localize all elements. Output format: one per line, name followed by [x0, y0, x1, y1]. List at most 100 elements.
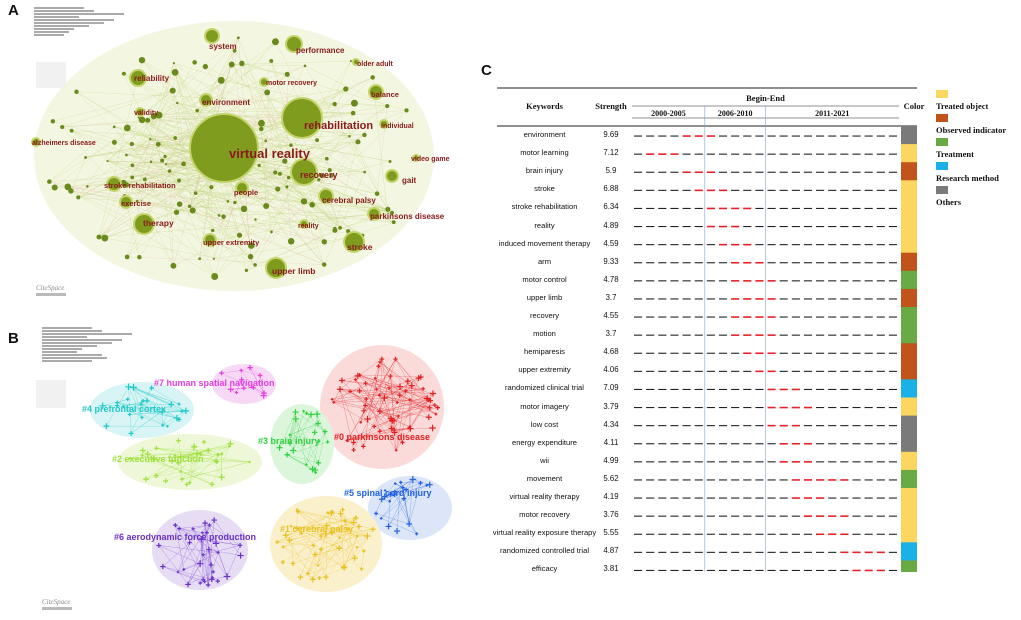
network-node [289, 143, 293, 148]
network-node [226, 200, 230, 203]
cluster-node [251, 385, 256, 390]
cluster-node [228, 445, 231, 448]
network-node [155, 111, 163, 119]
cluster-node [209, 481, 215, 487]
cluster-node [401, 496, 407, 502]
cluster-node [239, 368, 244, 373]
cluster-node [353, 378, 358, 382]
keyword-node [199, 93, 213, 107]
cluster-node [317, 439, 321, 443]
category-color-cell [901, 307, 917, 326]
network-node [176, 201, 183, 207]
network-node [212, 257, 215, 260]
cluster-network: #7 human spatial navigation#4 prefrontal… [14, 322, 492, 616]
keyword-node [412, 154, 420, 162]
cluster-node [392, 489, 397, 494]
network-graph-a [31, 21, 434, 291]
network-node [343, 86, 349, 92]
cluster-node [348, 389, 352, 394]
cluster-node [204, 530, 209, 535]
category-color-cell [901, 126, 917, 145]
cluster-node [179, 476, 185, 482]
cluster-node [177, 453, 184, 460]
placeholder-box-a [36, 62, 66, 88]
keyword-label: stroke rehabilitation [104, 181, 176, 190]
keyword-label: upper limb [272, 266, 316, 276]
keyword-cell: induced movement therapy [498, 238, 591, 248]
cluster-node [227, 386, 234, 393]
cluster-node [434, 412, 438, 416]
cluster-node [400, 440, 405, 445]
keyword-label: video game [411, 156, 450, 163]
cluster-node [302, 409, 305, 413]
cluster-node [336, 386, 343, 393]
cluster-node [241, 385, 247, 391]
network-node [258, 126, 264, 132]
keyword-node [379, 119, 389, 129]
cluster-node [160, 563, 166, 570]
cluster-node [177, 526, 182, 531]
cluster-node [429, 390, 437, 397]
cluster-node [176, 417, 182, 422]
cluster-label: #2 executive function [112, 454, 204, 464]
keyword-label: balance [371, 90, 399, 99]
network-node [130, 163, 135, 168]
cluster-node [329, 509, 335, 515]
network-node [137, 116, 140, 119]
cluster-node [376, 364, 381, 369]
cluster-node [179, 470, 183, 474]
network-node [123, 182, 130, 188]
network-node [285, 185, 289, 189]
keyword-label: system [209, 42, 237, 51]
cluster-node [191, 443, 197, 450]
cluster-node [159, 408, 165, 415]
network-node [287, 238, 295, 245]
category-color-cell [901, 325, 917, 344]
cluster-node [213, 458, 219, 464]
legend-swatch [936, 114, 948, 122]
network-node [270, 230, 273, 234]
network-node [142, 177, 147, 182]
cluster-node [173, 522, 178, 528]
cluster-node [305, 571, 310, 576]
cluster-node [218, 474, 225, 481]
network-node [123, 124, 131, 132]
legend-swatch [936, 162, 948, 170]
network-node [163, 154, 167, 159]
panel-label-b: B [8, 330, 19, 347]
keyword-label: cerebral palsy [322, 196, 376, 205]
keyword-cell: arm [537, 256, 552, 266]
cluster-node [182, 567, 186, 571]
cluster-node [140, 399, 145, 403]
keyword-cell: virtual reality therapy [509, 492, 580, 501]
cluster-node [140, 415, 144, 420]
category-color-cell [901, 144, 917, 163]
keyword-label: exercise [121, 199, 152, 208]
network-node [388, 159, 392, 163]
network-node [232, 48, 237, 53]
network-node [370, 75, 375, 80]
strength-cell: 4.11 [603, 437, 619, 447]
cluster-node [237, 543, 243, 548]
keyword-node [352, 58, 360, 66]
cluster-node [399, 480, 403, 485]
cluster-node [311, 543, 316, 548]
network-node [149, 138, 152, 141]
citespace-header-text-a [34, 6, 124, 36]
period-label: 2006-2010 [717, 109, 753, 118]
cluster-node [406, 521, 412, 527]
cluster-node [299, 531, 304, 535]
network-node [318, 172, 323, 177]
keyword-node [189, 113, 259, 183]
legend-label: Treated object [936, 101, 989, 111]
cluster-node [234, 390, 238, 395]
cluster-node [177, 402, 181, 406]
network-node [202, 63, 209, 70]
cluster-node [154, 446, 159, 451]
cluster-node [211, 517, 217, 523]
cluster-node [418, 374, 424, 380]
network-node [138, 116, 146, 124]
network-node [254, 218, 257, 221]
header-strength: Strength [595, 101, 627, 111]
cluster-node [286, 537, 293, 543]
